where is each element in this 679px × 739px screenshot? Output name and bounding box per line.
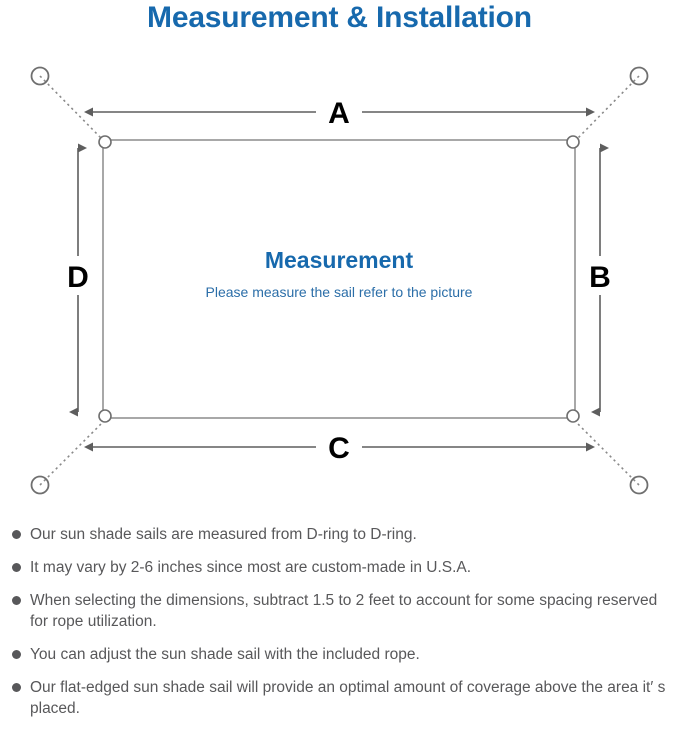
anchor-rings-group [30,66,649,495]
d-ring-bottom-left [98,409,112,423]
dimension-label-a: A [328,97,350,130]
note-text: Our sun shade sails are measured from D-… [30,526,417,543]
dimension-label-d: D [67,261,89,294]
sail-center-subtitle: Please measure the sail refer to the pic… [206,284,473,300]
note-text: Our flat-edged sun shade sail will provi… [30,679,666,717]
anchor-ring-bottom-left [30,475,50,495]
bullet-icon [12,530,21,539]
measurement-diagram: A C D B Measurement Please measure the s… [0,44,679,514]
note-item: It may vary by 2-6 inches since most are… [0,557,679,578]
bullet-icon [12,563,21,572]
measurement-diagram-svg: A C D B Measurement Please measure the s… [30,66,649,495]
notes-list: Our sun shade sails are measured from D-… [0,524,679,731]
bullet-icon [12,683,21,692]
d-rings-group [98,135,580,423]
page-title: Measurement & Installation [147,1,532,34]
note-item: You can adjust the sun shade sail with t… [0,644,679,665]
note-item: Our sun shade sails are measured from D-… [0,524,679,545]
d-ring-top-right [566,135,580,149]
rope-line-top-left [39,75,102,139]
rope-line-bottom-left [39,423,102,486]
note-text: When selecting the dimensions, subtract … [30,592,658,630]
rope-line-top-right [577,75,640,139]
note-text: You can adjust the sun shade sail with t… [30,646,420,663]
bullet-icon [12,650,21,659]
d-ring-bottom-right [566,409,580,423]
note-text: It may vary by 2-6 inches since most are… [30,559,472,576]
anchor-ring-top-left [30,66,50,86]
sail-body [102,139,576,419]
dimension-label-c: C [328,432,350,465]
d-ring-top-left [98,135,112,149]
note-item: When selecting the dimensions, subtract … [0,590,679,632]
note-item: Our flat-edged sun shade sail will provi… [0,677,679,719]
bullet-icon [12,596,21,605]
anchor-ring-bottom-right [629,475,649,495]
dimension-label-b: B [589,261,611,294]
sail-center-title: Measurement [265,247,414,273]
rope-line-bottom-right [577,423,640,486]
anchor-ring-top-right [629,66,649,86]
